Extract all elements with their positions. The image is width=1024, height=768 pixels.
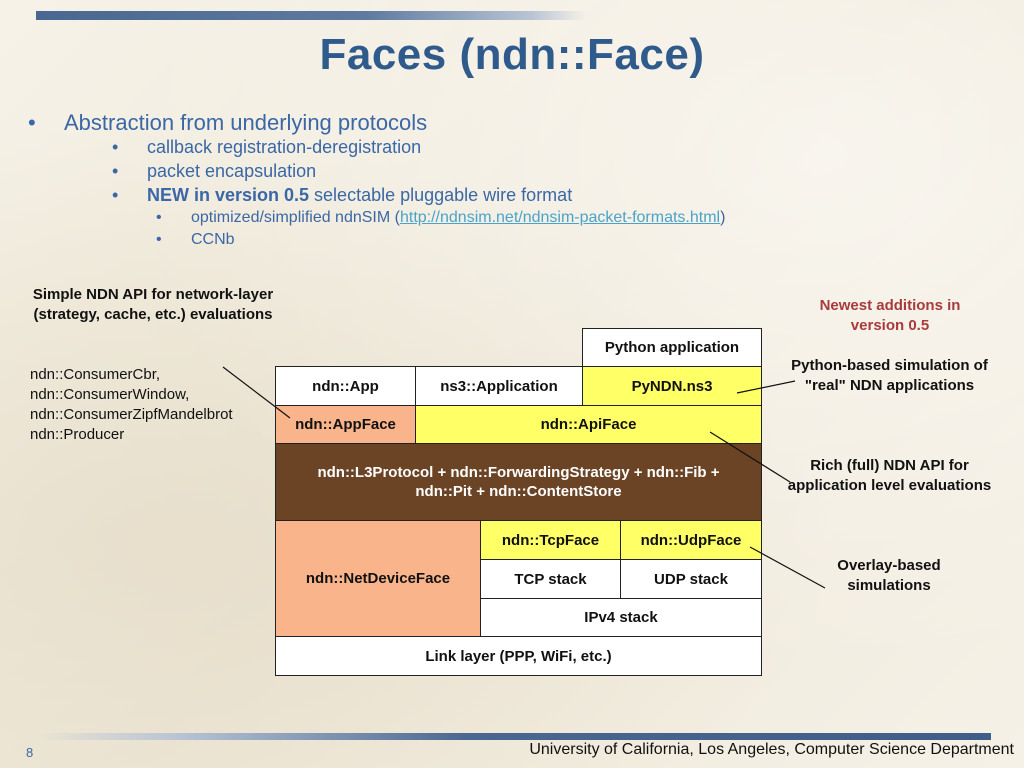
api-class-item: ndn::Producer xyxy=(30,426,125,443)
top-accent-bar xyxy=(36,11,586,20)
api-class-item: ndn::ConsumerZipfMandelbrot xyxy=(30,406,233,423)
api-class-item: ndn::ConsumerWindow, xyxy=(30,386,190,403)
note-newest-additions: Newest additions in version 0.5 xyxy=(819,297,961,334)
ndnsim-text: optimized/simplified ndnSIM ( xyxy=(191,209,400,226)
bullet-marker: • xyxy=(112,137,119,157)
footer-affiliation: University of California, Los Angeles, C… xyxy=(529,741,1014,758)
new-version-text: selectable pluggable wire format xyxy=(309,185,573,205)
netdevice-face-box: ndn::NetDeviceFace xyxy=(275,520,481,637)
pyndn-box: PyNDN.ns3 xyxy=(582,366,762,406)
note-rich-api: Rich (full) NDN API for application leve… xyxy=(787,457,992,494)
ndn-app-box: ndn::App xyxy=(275,366,416,406)
note-overlay: Overlay-based simulations xyxy=(837,557,941,594)
bullet-marker: • xyxy=(156,209,162,226)
tcp-face-box: ndn::TcpFace xyxy=(480,520,621,560)
note-simple-api: Simple NDN API for network-layer (strate… xyxy=(32,286,274,323)
udp-face-box: ndn::UdpFace xyxy=(620,520,762,560)
bullet-marker: • xyxy=(156,231,162,248)
python-application-box: Python application xyxy=(582,328,762,367)
api-class-list: ndn::ConsumerCbr, ndn::ConsumerWindow, n… xyxy=(30,365,233,445)
udp-stack-box: UDP stack xyxy=(620,559,762,599)
note-python-based: Python-based simulation of "real" NDN ap… xyxy=(791,357,988,394)
bottom-accent-bar xyxy=(36,733,991,740)
bullet-marker: • xyxy=(28,110,36,135)
l3-protocol-box: ndn::L3Protocol + ndn::ForwardingStrateg… xyxy=(275,443,762,521)
bullet-ndnsim: optimized/simplified ndnSIM (http://ndns… xyxy=(191,209,725,227)
app-face-box: ndn::AppFace xyxy=(275,405,416,444)
bullet-marker: • xyxy=(112,185,119,205)
bullet-abstraction: Abstraction from underlying protocols xyxy=(64,110,428,135)
ns3-application-box: ns3::Application xyxy=(415,366,583,406)
bullet-encapsulation: packet encapsulation xyxy=(147,161,317,181)
api-class-item: ndn::ConsumerCbr, xyxy=(30,366,161,383)
bullet-new-version: NEW in version 0.5 selectable pluggable … xyxy=(147,185,572,206)
bullet-ccnb: CCNb xyxy=(191,231,235,248)
new-version-label: NEW in version 0.5 xyxy=(147,185,310,205)
slide-title: Faces (ndn::Face) xyxy=(319,30,705,79)
bullet-marker: • xyxy=(112,161,119,181)
packet-formats-link[interactable]: http://ndnsim.net/ndnsim-packet-formats.… xyxy=(399,209,721,226)
api-face-box: ndn::ApiFace xyxy=(415,405,762,444)
page-number: 8 xyxy=(26,745,34,760)
bullet-callback: callback registration-deregistration xyxy=(147,137,422,157)
ipv4-stack-box: IPv4 stack xyxy=(480,598,762,637)
link-layer-box: Link layer (PPP, WiFi, etc.) xyxy=(275,636,762,676)
ndnsim-close-paren: ) xyxy=(720,209,726,226)
tcp-stack-box: TCP stack xyxy=(480,559,621,599)
